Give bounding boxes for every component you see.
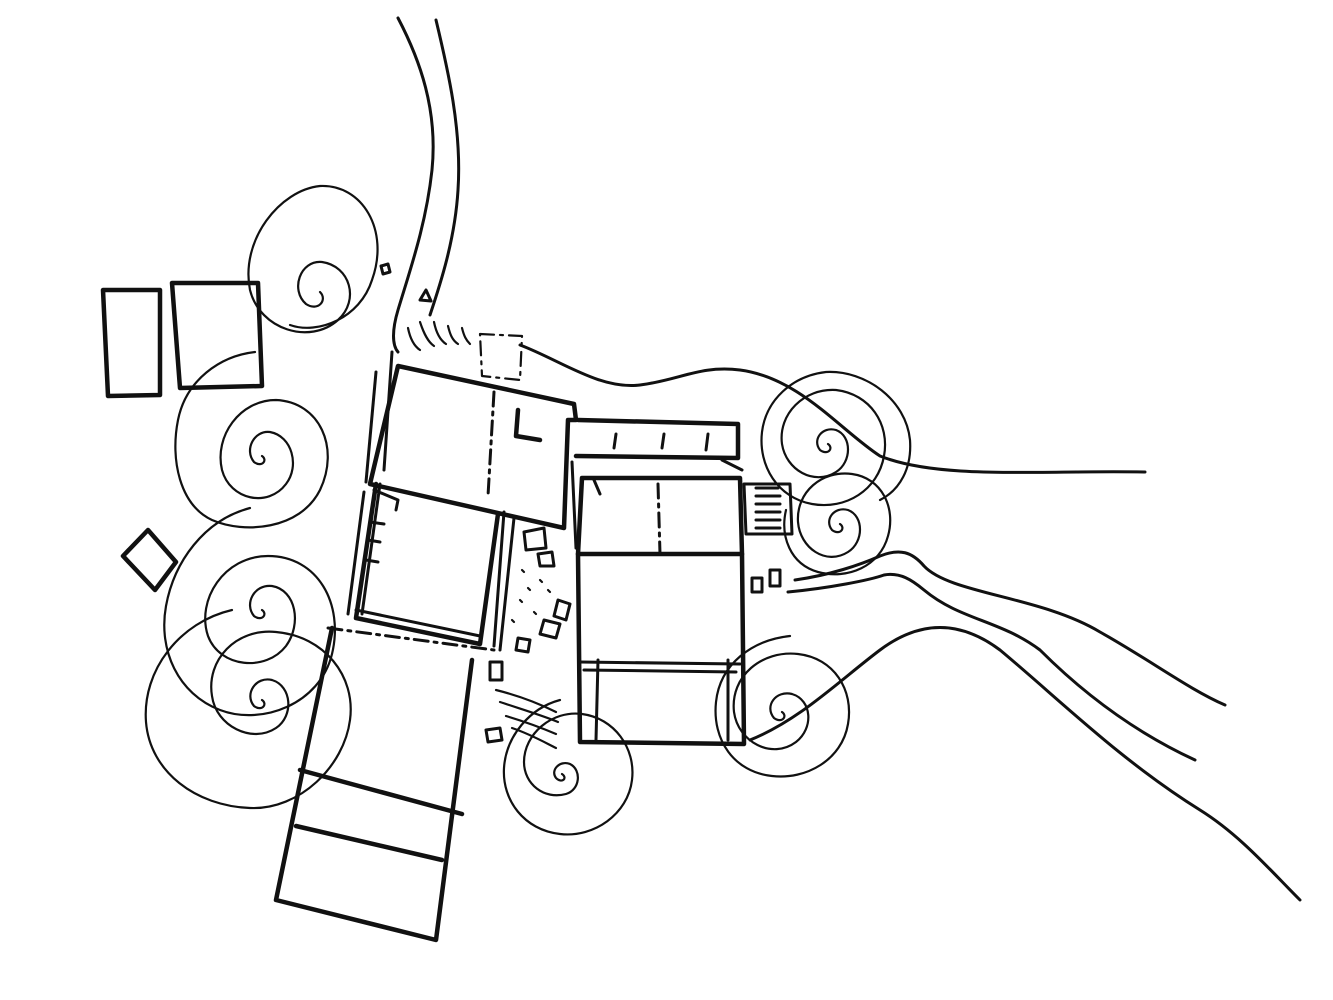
tree-left-lower [163, 506, 336, 717]
tree-top-left [247, 184, 379, 334]
tree-right-upper [760, 370, 912, 507]
tree-canopies [144, 184, 912, 836]
entry-canopy [478, 332, 524, 382]
tree-bottom-center [502, 698, 634, 836]
main-building [273, 350, 747, 943]
terrace-hatch [494, 688, 560, 750]
road-markers [379, 262, 433, 303]
access-road [392, 16, 472, 354]
tree-bottom-right [714, 634, 851, 778]
stairs [742, 482, 794, 536]
tree-right-lower [783, 472, 892, 576]
stream [518, 343, 1302, 902]
outbuildings [100, 280, 265, 593]
tree-left-bottom [144, 608, 352, 810]
stepping-stones [484, 526, 782, 744]
tree-left-middle [174, 350, 329, 529]
